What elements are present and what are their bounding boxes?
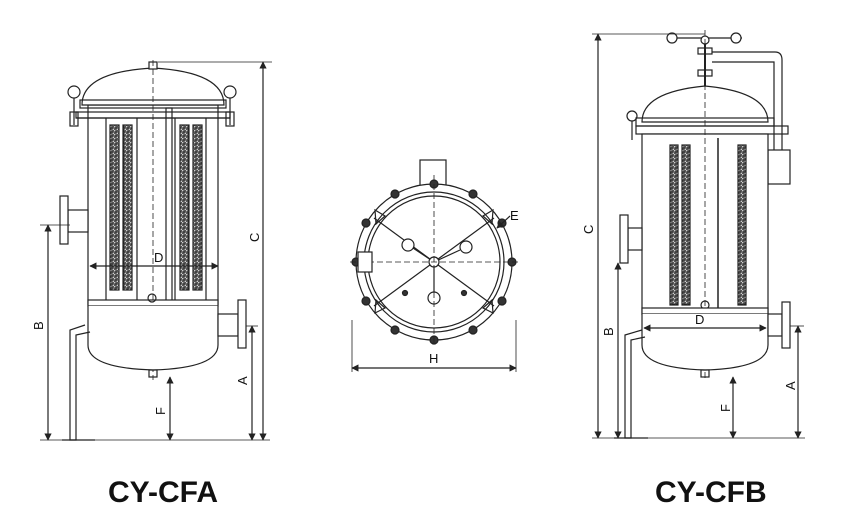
cfa-filter-element — [109, 124, 120, 291]
cfb-outlet-nozzle — [767, 313, 783, 337]
cfa-clamp-right-icon — [223, 85, 237, 99]
cfb-dim-f: F — [718, 404, 733, 412]
cfa-dim-f: F — [153, 407, 168, 415]
cfa-outlet-nozzle — [217, 313, 239, 337]
cfb-dim-c: C — [581, 225, 596, 234]
cfa-dim-c: C — [247, 233, 262, 242]
top-view-dim-h: H — [429, 351, 438, 366]
cfb-inlet-nozzle — [627, 227, 643, 251]
cy-cfa-drawing — [40, 60, 272, 441]
cy-cfb-drawing — [592, 30, 805, 439]
cfa-support-leg — [69, 324, 91, 441]
cfa-clamp-left-icon — [67, 85, 81, 99]
cfb-dim-a: A — [783, 381, 798, 390]
cfa-filter-element — [122, 124, 133, 291]
cfb-filter-element — [681, 144, 691, 306]
cfa-filter-element — [192, 124, 203, 291]
cfb-filter-element — [669, 144, 679, 306]
cfa-bottom-dome — [87, 306, 219, 371]
model-label-cfb: CY-CFB — [655, 476, 767, 509]
cfb-dim-d: D — [695, 312, 704, 327]
model-label-cfa: CY-CFA — [108, 476, 218, 509]
cfb-handwheel-icon — [666, 32, 678, 44]
cfb-bottom-dome — [641, 314, 769, 371]
cfb-dim-b: B — [601, 327, 616, 336]
cfb-filter-element — [737, 144, 747, 306]
cfa-filter-element — [179, 124, 190, 291]
top-view-dim-e: E — [510, 208, 519, 223]
cfa-dim-b: B — [31, 321, 46, 330]
cfa-dim-d: D — [154, 250, 163, 265]
cfa-inlet-nozzle — [67, 209, 89, 233]
top-view-drawing — [350, 159, 520, 372]
cfa-dim-a: A — [235, 376, 250, 385]
